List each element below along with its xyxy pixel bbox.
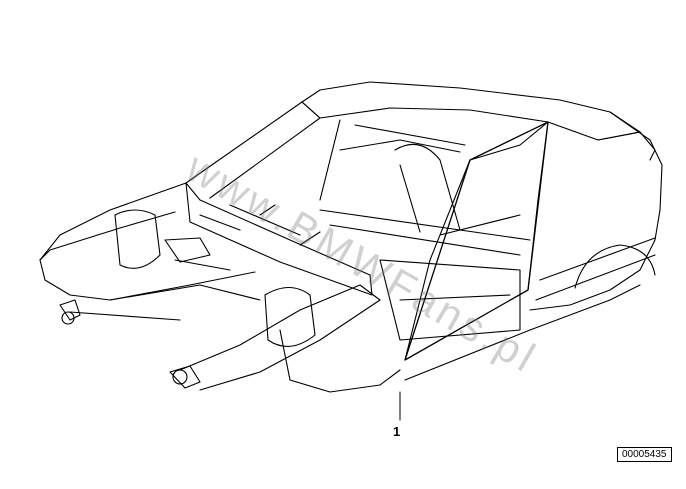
windscreen-frame xyxy=(185,101,321,199)
front-apron-left xyxy=(39,211,176,261)
left-front-rail xyxy=(39,182,191,301)
right-front-frame-horn xyxy=(169,365,201,389)
right-rail-end-cap xyxy=(172,369,188,385)
door-sill-line xyxy=(535,237,656,301)
firewall xyxy=(185,182,373,296)
rear-seat-cross-member xyxy=(319,209,531,256)
right-front-rail xyxy=(179,284,381,391)
roof-panel xyxy=(301,81,641,141)
callout-label: 1 xyxy=(393,424,401,439)
diagram-id-box: 00005435 xyxy=(617,447,672,462)
floor-pan xyxy=(379,259,521,341)
side-door-opening xyxy=(404,121,549,361)
roll-bar xyxy=(394,143,461,233)
left-front-frame-horn xyxy=(59,299,181,321)
a-pillar-right xyxy=(404,121,549,361)
rear-quarter-panel xyxy=(529,111,663,311)
rear-wheel-arch xyxy=(574,244,656,289)
right-strut-tower xyxy=(264,286,316,347)
rear-window-frame xyxy=(319,119,466,201)
rocker-panel xyxy=(404,284,641,381)
front-cross-member xyxy=(109,271,261,301)
firewall-detail xyxy=(199,204,321,246)
roof-rear-edge xyxy=(597,131,656,161)
left-strut-tower xyxy=(114,209,161,269)
right-wheel-housing xyxy=(279,329,401,393)
engine-bay-detail xyxy=(164,237,231,271)
left-rail-end-cap xyxy=(61,311,75,325)
